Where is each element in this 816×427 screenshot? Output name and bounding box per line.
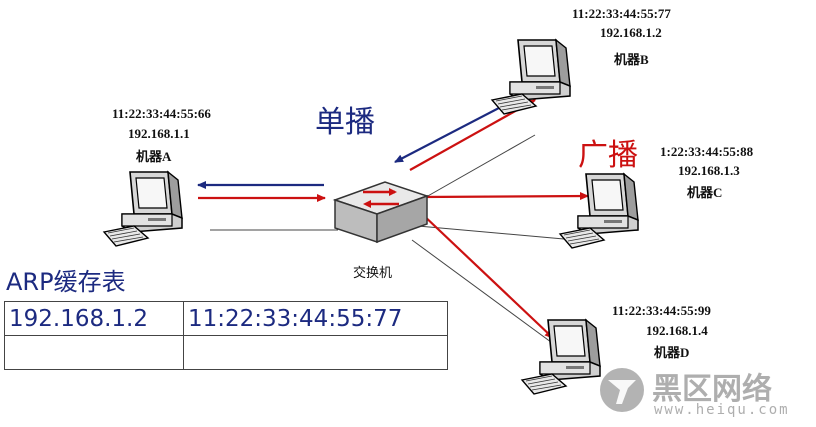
machine-b-mac: 11:22:33:44:55:77 — [572, 6, 671, 21]
machine-a-name: 机器A — [136, 149, 172, 164]
arp-table-title: ARP缓存表 — [6, 268, 126, 296]
desktop-computer-icon-a — [103, 171, 183, 247]
machine-b-name: 机器B — [614, 52, 649, 67]
arp-table: 192.168.1.2 11:22:33:44:55:77 — [4, 301, 448, 370]
machine-c-name: 机器C — [687, 185, 723, 200]
machine-a-mac: 11:22:33:44:55:66 — [112, 106, 211, 121]
desktop-computer-icon-c — [559, 173, 639, 249]
heiqu-logo-icon — [600, 368, 644, 412]
watermark-url: www.heiqu.com — [654, 402, 790, 418]
link-switch-c — [417, 225, 576, 241]
connection-lines — [210, 134, 576, 346]
arp-mac-cell: 11:22:33:44:55:77 — [183, 301, 448, 336]
desktop-computer-icon-b — [491, 39, 571, 115]
desktop-computer-icon-d — [521, 319, 601, 395]
watermark-title: 黑区网络 — [652, 372, 772, 407]
machine-b-ip: 192.168.1.2 — [600, 25, 662, 40]
broadcast-arrow-to-d — [419, 211, 554, 339]
machine-a-ip: 192.168.1.1 — [128, 126, 190, 141]
machine-d-mac: 11:22:33:44:55:99 — [612, 303, 711, 318]
switch-label: 交换机 — [353, 266, 393, 281]
link-switch-d — [411, 239, 556, 346]
machine-d-ip: 192.168.1.4 — [646, 323, 708, 338]
network-switch-icon — [332, 181, 430, 244]
unicast-label: 单播 — [315, 105, 375, 140]
machine-c-ip: 192.168.1.3 — [678, 163, 740, 178]
broadcast-label: 广播 — [578, 138, 638, 173]
machine-c-mac: 1:22:33:44:55:88 — [660, 144, 754, 159]
table-row — [4, 335, 448, 370]
link-switch-b — [411, 134, 536, 206]
arp-mac-cell — [183, 335, 448, 370]
arp-ip-cell — [4, 335, 184, 370]
broadcast-arrow-to-c — [419, 192, 589, 201]
table-row: 192.168.1.2 11:22:33:44:55:77 — [4, 301, 448, 336]
arp-ip-cell: 192.168.1.2 — [4, 301, 184, 336]
machine-d-name: 机器D — [654, 345, 690, 360]
